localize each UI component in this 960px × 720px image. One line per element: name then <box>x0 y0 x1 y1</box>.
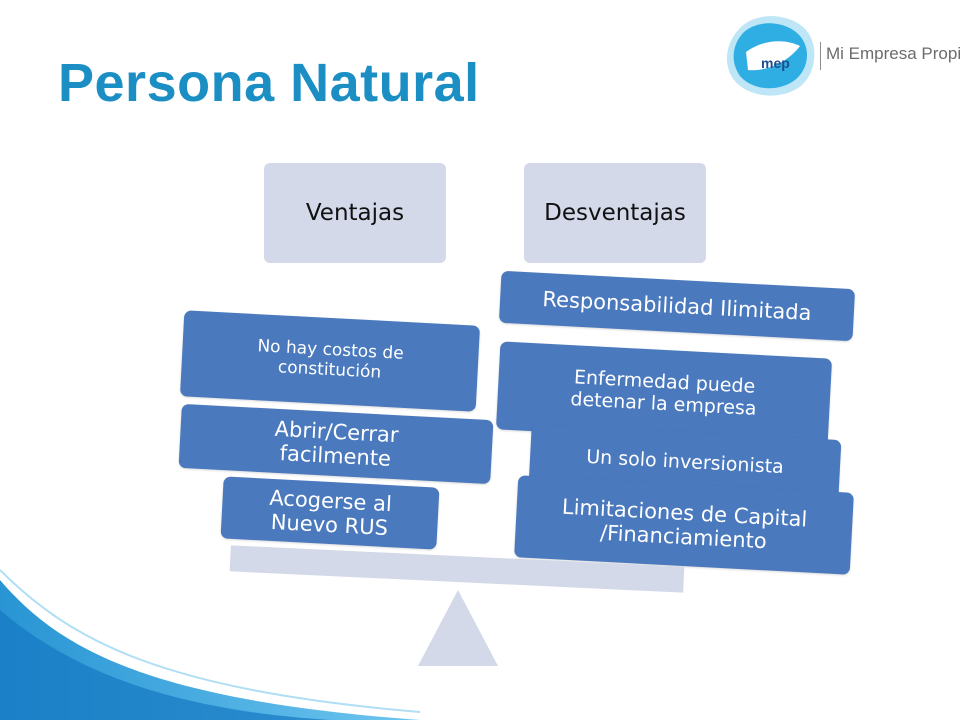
decorative-wave <box>0 569 420 720</box>
logo-mark: mep <box>761 55 790 71</box>
desventaja-card-capital: Limitaciones de Capital /Financiamiento <box>514 475 854 575</box>
logo-blob-icon <box>726 16 815 96</box>
fulcrum-triangle-icon <box>418 590 498 666</box>
logo: mep Mi Empresa Propia <box>722 10 960 102</box>
ventaja-card-abrir: Abrir/Cerrar facilmente <box>178 403 494 485</box>
logo-divider <box>820 42 821 70</box>
header-desventajas: Desventajas <box>524 163 706 263</box>
page-title: Persona Natural <box>58 53 480 113</box>
desventaja-card-responsabilidad: Responsabilidad Ilimitada <box>498 270 856 342</box>
header-ventajas: Ventajas <box>264 163 446 263</box>
ventaja-card-rus: Acogerse al Nuevo RUS <box>220 476 440 550</box>
ventaja-card-costos: No hay costos de constitución <box>179 310 481 412</box>
logo-text: Mi Empresa Propia <box>826 44 960 63</box>
